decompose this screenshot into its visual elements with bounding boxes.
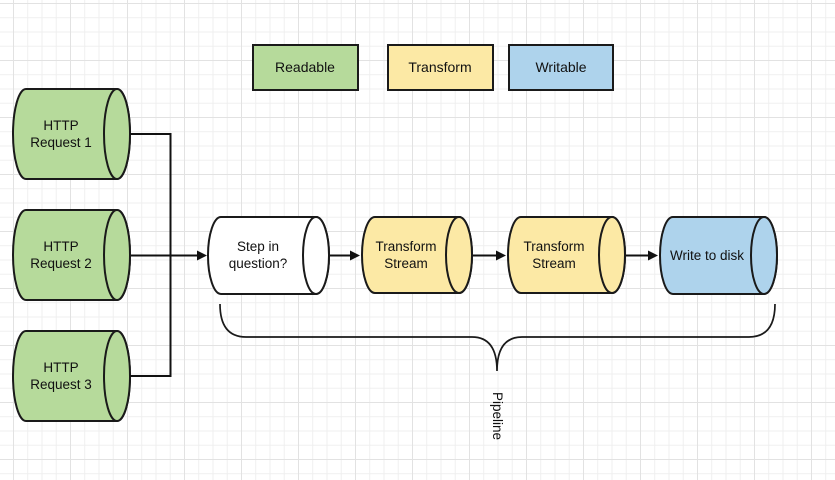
source-cylinder-http-request-3[interactable]: HTTP Request 3 <box>12 330 131 422</box>
step-label-line1: Transform <box>523 239 584 254</box>
source-cylinder-http-request-1[interactable]: HTTP Request 1 <box>12 88 131 180</box>
cylinder-cap[interactable] <box>103 330 131 422</box>
step-label-line1: Write to disk <box>670 248 744 263</box>
source-label-line2: Request 1 <box>30 135 92 150</box>
source-label-line1: HTTP <box>43 360 78 375</box>
cylinder-cap[interactable] <box>103 209 131 301</box>
source-label-line1: HTTP <box>43 239 78 254</box>
cylinder-cap[interactable] <box>750 216 778 295</box>
step-label-line2: Stream <box>532 256 576 271</box>
cylinder-cap[interactable] <box>103 88 131 180</box>
source-cylinder-http-request-2[interactable]: HTTP Request 2 <box>12 209 131 301</box>
pipeline-label: Pipeline <box>490 392 505 440</box>
legend-swatch-readable[interactable] <box>252 44 359 91</box>
step-cylinder-step-in-question[interactable]: Step in question? <box>207 216 330 295</box>
transform-stream-cylinder-1[interactable]: Transform Stream <box>361 216 473 294</box>
cylinder-cap[interactable] <box>302 216 330 295</box>
legend-swatch-writable[interactable] <box>508 44 614 91</box>
cylinder-cap[interactable] <box>598 216 626 294</box>
source-label-line1: HTTP <box>43 118 78 133</box>
step-label-line2: question? <box>229 256 288 271</box>
step-label-line1: Step in <box>237 239 279 254</box>
transform-stream-cylinder-2[interactable]: Transform Stream <box>507 216 626 294</box>
legend-label-readable: Readable <box>275 59 335 75</box>
source-label-line2: Request 2 <box>30 256 92 271</box>
legend-label-transform: Transform <box>408 59 471 75</box>
legend-box-transform[interactable]: Transform <box>387 44 494 91</box>
legend: Readable Transform Writable <box>252 44 614 91</box>
step-label-line1: Transform <box>375 239 436 254</box>
pipeline-brace[interactable] <box>219 303 776 372</box>
legend-swatch-transform[interactable] <box>387 44 494 91</box>
legend-box-readable[interactable]: Readable <box>252 44 359 91</box>
legend-box-writable[interactable]: Writable <box>508 44 614 91</box>
legend-label-writable: Writable <box>535 59 586 75</box>
step-label-line2: Stream <box>384 256 428 271</box>
source-label-line2: Request 3 <box>30 377 92 392</box>
write-to-disk-cylinder[interactable]: Write to disk <box>659 216 778 295</box>
cylinder-cap[interactable] <box>445 216 473 294</box>
